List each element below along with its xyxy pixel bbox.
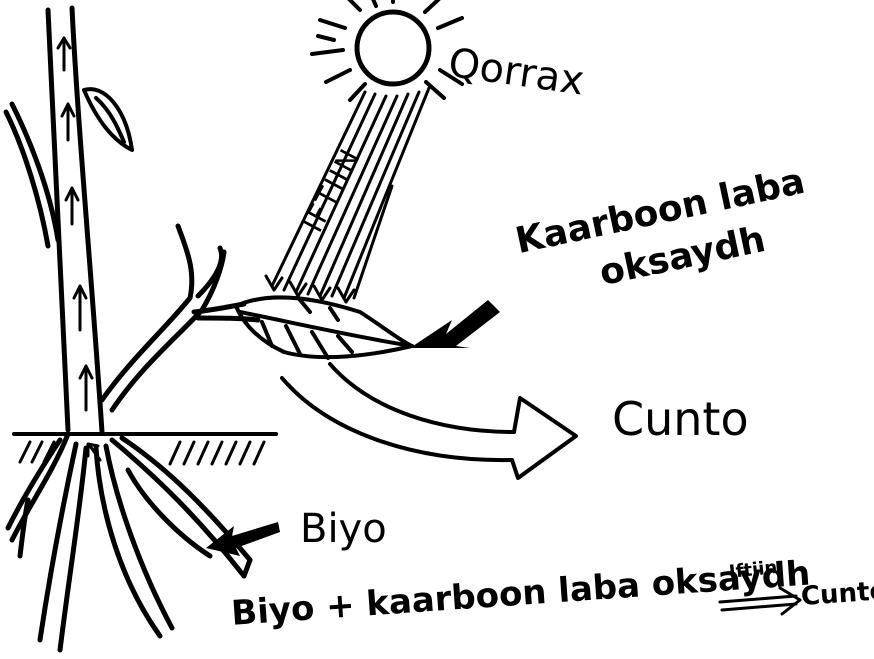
- water-label: Biyo: [300, 506, 387, 552]
- bud-leaf-icon: [84, 89, 132, 150]
- food-label: Cunto: [612, 392, 749, 446]
- equation-product: Cunto: [800, 576, 874, 612]
- plant-branch: [102, 226, 258, 410]
- light-beams: [272, 88, 429, 298]
- co2-arrow-icon: [410, 300, 500, 348]
- food-arrow-icon: [282, 364, 576, 478]
- leaf-icon: [236, 297, 412, 358]
- sun-icon: [312, 0, 462, 100]
